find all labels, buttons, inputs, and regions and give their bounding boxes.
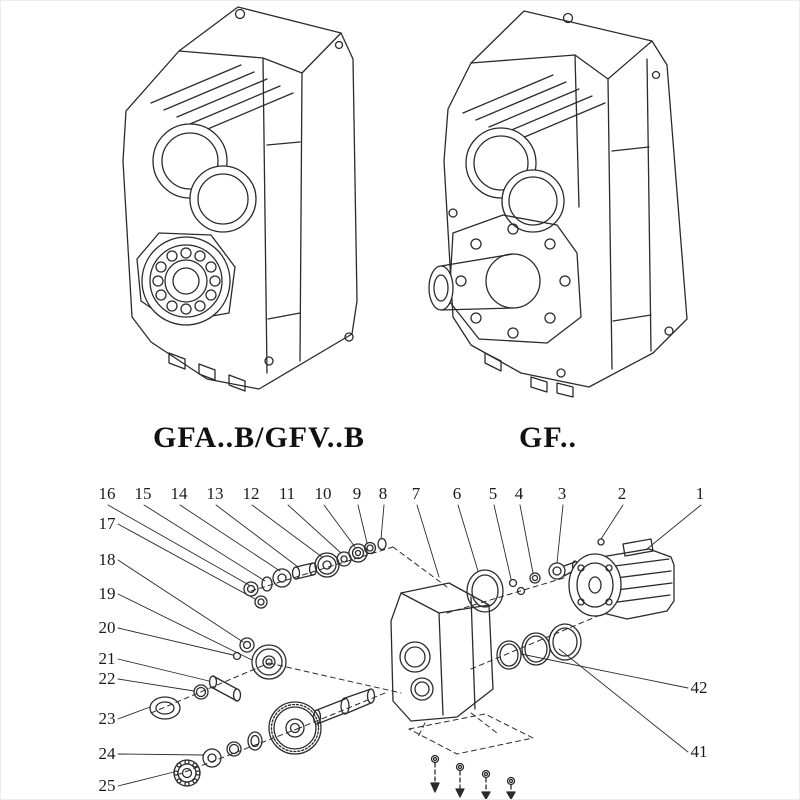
part-output-cluster (173, 688, 376, 787)
model-label-gf: GF.. (519, 421, 577, 454)
output-flange (448, 214, 582, 344)
shaft-bores (465, 127, 565, 233)
callout-24: 24 (99, 744, 117, 763)
part-callouts: 16 15 14 13 12 11 10 9 8 7 6 5 4 3 2 1 1… (99, 484, 708, 795)
callout-10: 10 (315, 484, 332, 503)
callout-4: 4 (515, 484, 524, 503)
callout-2: 2 (618, 484, 627, 503)
callout-19: 19 (99, 584, 116, 603)
part-input-shaft-cluster (243, 537, 387, 609)
exploded-view (107, 504, 702, 799)
callout-16: 16 (99, 484, 116, 503)
housing-ribs (150, 64, 294, 132)
callout-9: 9 (353, 484, 362, 503)
callout-7: 7 (412, 484, 421, 503)
callout-5: 5 (489, 484, 498, 503)
model-labels: GFA..B/GFV..B GF.. (153, 421, 577, 454)
motor-drawing (568, 538, 675, 620)
callout-22: 22 (99, 669, 116, 688)
callout-18: 18 (99, 550, 116, 569)
callout-11: 11 (279, 484, 295, 503)
housing-ribs (462, 74, 606, 142)
gearbox-drawing-gf (428, 10, 688, 398)
callout-15: 15 (135, 484, 152, 503)
callout-23: 23 (99, 709, 116, 728)
part-intermediate-cluster (149, 637, 287, 720)
part-motor-side-cluster (466, 538, 605, 613)
cover-screws (430, 754, 516, 799)
callout-14: 14 (171, 484, 189, 503)
leader-lines (107, 504, 702, 787)
mounting-feet (484, 352, 574, 398)
gear-housing-drawing (390, 582, 494, 722)
mounting-feet (168, 352, 246, 392)
callout-17: 17 (99, 514, 117, 533)
callout-25: 25 (99, 776, 116, 795)
lifting-eye-hole (562, 12, 574, 24)
callout-8: 8 (379, 484, 388, 503)
callout-41: 41 (691, 742, 708, 761)
gearbox-drawing-gfab (122, 6, 358, 392)
output-shaft (428, 253, 514, 311)
callout-6: 6 (453, 484, 462, 503)
part-adapter-rings (496, 623, 582, 670)
assembly-axis-lines (150, 546, 606, 776)
callout-42: 42 (691, 678, 708, 697)
shaft-bores (152, 123, 257, 233)
output-bearing (136, 232, 236, 326)
callout-12: 12 (243, 484, 260, 503)
callout-20: 20 (99, 618, 116, 637)
lifting-eye-hole (234, 8, 246, 20)
callout-3: 3 (558, 484, 567, 503)
callout-21: 21 (99, 649, 116, 668)
model-label-gfab: GFA..B/GFV..B (153, 421, 365, 454)
callout-13: 13 (207, 484, 224, 503)
callout-1: 1 (696, 484, 705, 503)
